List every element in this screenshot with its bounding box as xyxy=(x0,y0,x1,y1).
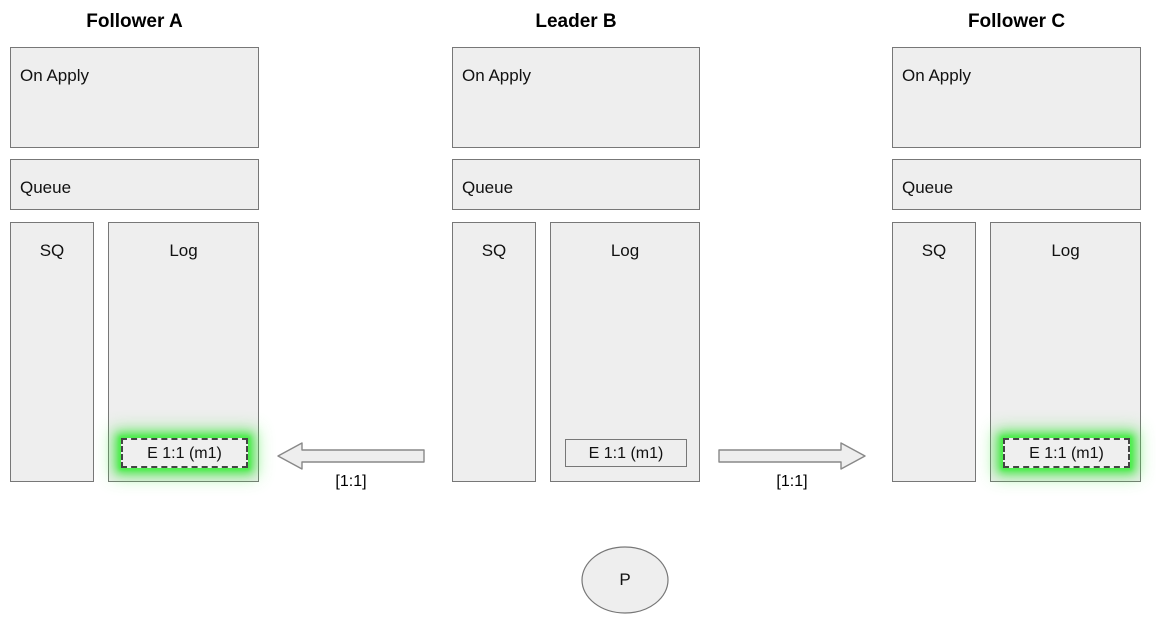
log-entry[interactable]: E 1:1 (m1) xyxy=(565,439,687,467)
queue-box-follower-a[interactable]: Queue xyxy=(10,159,259,210)
right-block-arrow-icon xyxy=(718,442,866,470)
queue-label: Queue xyxy=(462,178,514,197)
ellipse-icon xyxy=(581,546,669,614)
arrow-label: [1:1] xyxy=(776,473,808,490)
sq-box-leader-b[interactable]: SQ xyxy=(452,222,536,482)
on-apply-label: On Apply xyxy=(20,66,89,85)
sq-box-follower-a[interactable]: SQ xyxy=(10,222,94,482)
log-entry[interactable]: E 1:1 (m1) xyxy=(121,438,248,468)
client-node-p[interactable]: P xyxy=(581,546,669,614)
log-box-follower-a[interactable]: Log E 1:1 (m1) xyxy=(108,222,259,482)
on-apply-box-follower-a[interactable]: On Apply xyxy=(10,47,259,148)
left-block-arrow-icon xyxy=(277,442,425,470)
sq-box-follower-c[interactable]: SQ xyxy=(892,222,976,482)
node-title-leader-b: Leader B xyxy=(535,11,617,32)
log-label: Log xyxy=(610,241,640,260)
log-box-follower-c[interactable]: Log E 1:1 (m1) xyxy=(990,222,1141,482)
on-apply-label: On Apply xyxy=(902,66,971,85)
log-entry[interactable]: E 1:1 (m1) xyxy=(1003,438,1130,468)
node-title-follower-a: Follower A xyxy=(86,11,183,32)
sq-label: SQ xyxy=(481,241,507,260)
log-label: Log xyxy=(169,241,198,260)
queue-box-leader-b[interactable]: Queue xyxy=(452,159,700,210)
queue-label: Queue xyxy=(902,178,954,197)
queue-label: Queue xyxy=(20,178,72,197)
sq-label: SQ xyxy=(39,241,65,260)
queue-box-follower-c[interactable]: Queue xyxy=(892,159,1141,210)
replication-arrow-to-follower-a[interactable]: [1:1] xyxy=(277,441,425,490)
log-box-leader-b[interactable]: Log E 1:1 (m1) xyxy=(550,222,700,482)
log-label: Log xyxy=(1051,241,1080,260)
on-apply-box-follower-c[interactable]: On Apply xyxy=(892,47,1141,148)
on-apply-box-leader-b[interactable]: On Apply xyxy=(452,47,700,148)
arrow-label: [1:1] xyxy=(335,473,367,490)
on-apply-label: On Apply xyxy=(462,66,531,85)
sq-label: SQ xyxy=(921,241,947,260)
replication-arrow-to-follower-c[interactable]: [1:1] xyxy=(718,441,866,490)
node-title-follower-c: Follower C xyxy=(967,11,1066,32)
